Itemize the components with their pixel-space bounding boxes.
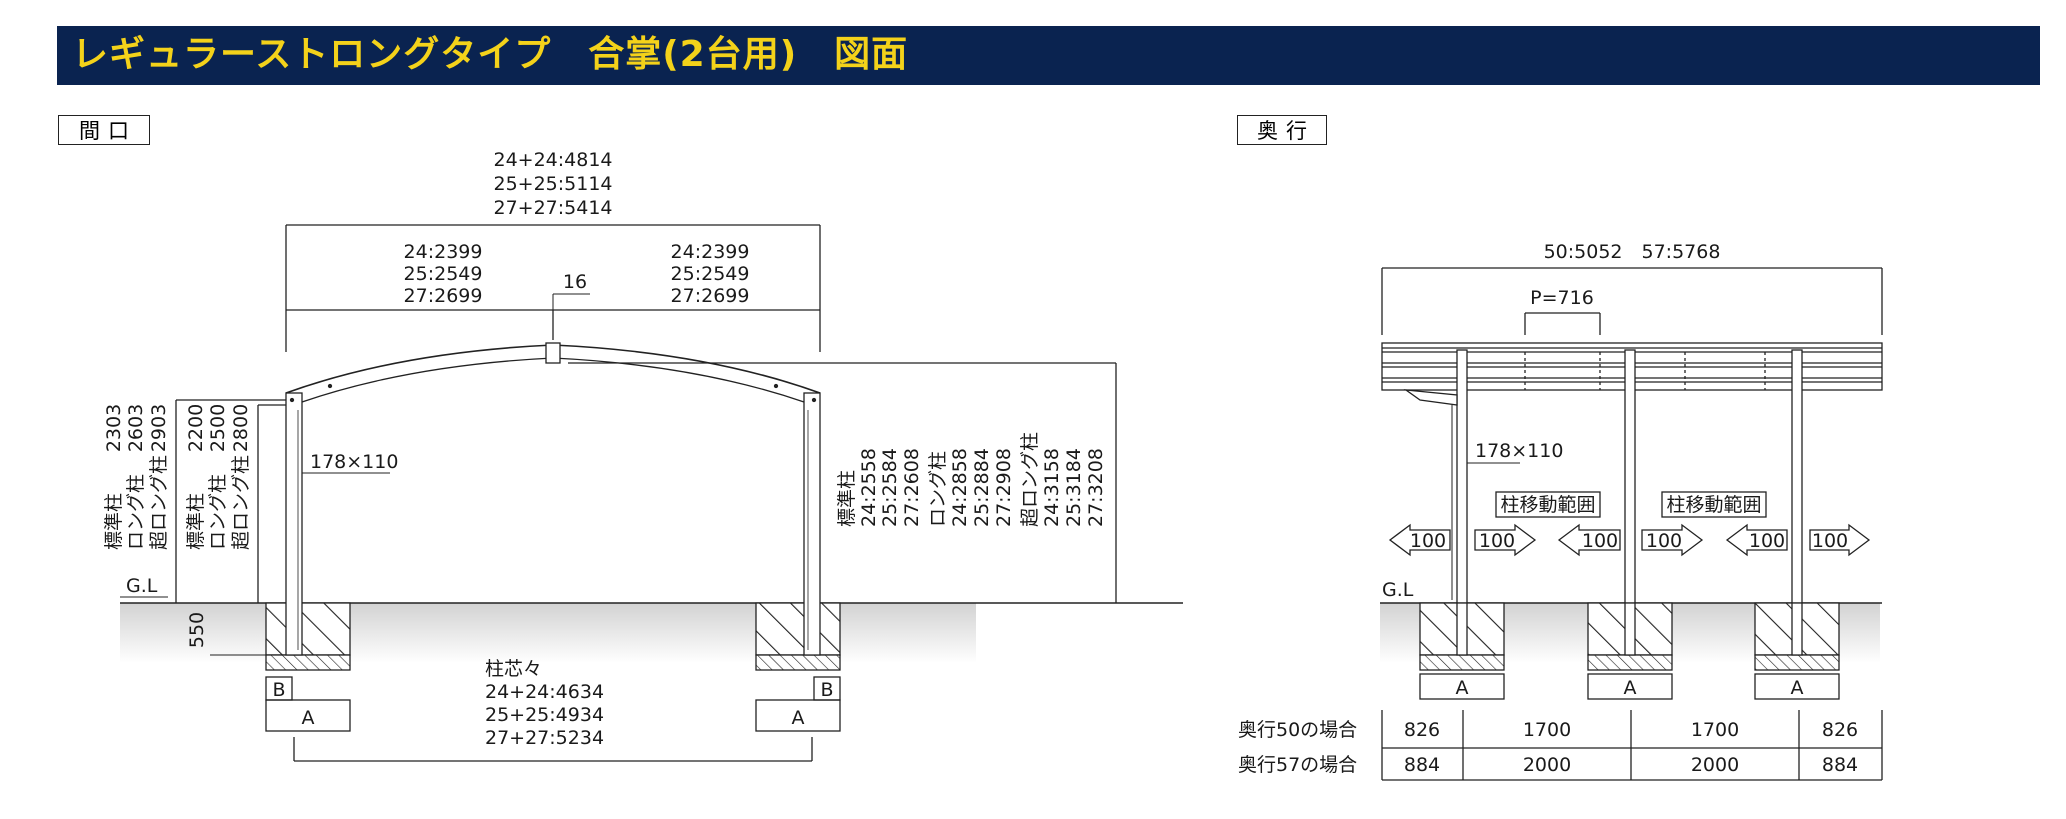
post-right [803,392,821,656]
half-width-left-3: 27:2699 [404,285,483,307]
footing-depth: 550 [186,612,208,648]
move-range-arrows [1388,523,1871,557]
footing-right-base [755,654,841,671]
front-view [120,224,1183,762]
left-height-xlong: 2903 [148,404,170,452]
title-banner: レギュラーストロングタイプ 合掌(2台用) 図面 [57,26,2040,85]
side-view-label: 奥行 [1237,115,1327,145]
half-width-right-1: 24:2399 [671,241,750,263]
footing-right [755,602,841,656]
front-footing-a-right: A [792,707,805,729]
front-view-label: 間口 [58,115,150,145]
table-row-2-col-2: 2000 [1523,754,1571,776]
arrow-value-6: 100 [1812,530,1848,552]
left-height-std-name: 標準柱 [103,493,125,550]
side-post-3-in-footing [1791,602,1803,656]
peak-height-9: 24:3158 [1041,448,1063,527]
front-gl: G.L [126,575,158,597]
post-center-title: 柱芯々 [485,658,542,680]
side-total-depth: 50:5052 57:5768 [1544,241,1721,263]
side-pitch: P=716 [1530,287,1594,309]
ground-soil [120,603,976,663]
table-row-2-col-1: 884 [1404,754,1440,776]
front-footing-b-left: B [272,679,285,701]
peak-height-4: ロング柱 [927,451,949,527]
footing-left-base [265,654,351,671]
left-height-std: 2303 [103,404,125,452]
arrow-value-2: 100 [1479,530,1515,552]
ridge-gap: 16 [563,271,587,293]
left-height-long: 2603 [125,404,147,452]
roof-ridge-joint [545,342,561,364]
roof-inner-right [552,357,805,403]
clear-height-std: 2200 [185,404,207,452]
roof-inner-left [301,357,554,403]
table-row-2-label: 奥行57の場合 [1238,754,1357,776]
table-row-2-col-3: 2000 [1691,754,1739,776]
table-row-1-label: 奥行50の場合 [1238,719,1357,741]
half-width-left-1: 24:2399 [404,241,483,263]
arrow-value-5: 100 [1749,530,1785,552]
half-width-left-2: 25:2549 [404,263,483,285]
clear-height-xlong-name: 超ロング柱 [230,455,252,550]
table-row-1-col-1: 826 [1404,719,1440,741]
clear-height-long-name: ロング柱 [207,474,229,550]
clear-height-std-name: 標準柱 [185,493,207,550]
side-gl: G.L [1382,579,1414,601]
move-range-label-2: 柱移動範囲 [1666,494,1761,516]
footing-left [265,602,351,656]
total-width-1: 24+24:4814 [493,149,612,171]
half-width-right-3: 27:2699 [671,285,750,307]
side-depth-table [1381,710,1883,781]
peak-height-1: 24:2558 [858,448,880,527]
post-center-2: 25+25:4934 [485,704,604,726]
peak-height-0: 標準柱 [836,470,858,527]
side-post-2-in-footing [1624,602,1636,656]
left-height-xlong-name: 超ロング柱 [148,455,170,550]
table-row-1-col-2: 1700 [1523,719,1571,741]
peak-height-11: 27:3208 [1085,448,1107,527]
table-row-1-col-4: 826 [1822,719,1858,741]
side-view-text: 50:5052 57:5768 P=716 178×110 G.L 柱移動範囲 … [1238,241,1858,776]
clear-height-xlong: 2800 [230,404,252,452]
left-height-long-name: ロング柱 [125,474,147,550]
peak-height-6: 25:2884 [971,448,993,527]
side-footing-a-3: A [1791,677,1804,699]
front-footing-a-left: A [302,707,315,729]
post-left [285,392,303,656]
front-footing-b-right: B [820,679,833,701]
peak-height-10: 25:3184 [1063,448,1085,527]
half-width-right-2: 25:2549 [671,263,750,285]
peak-height-3: 27:2608 [901,448,923,527]
peak-height-8: 超ロング柱 [1019,432,1041,527]
arrow-value-3: 100 [1582,530,1618,552]
side-footing-a-1: A [1456,677,1469,699]
total-width-3: 27+27:5414 [493,197,612,219]
page-title: レギュラーストロングタイプ 合掌(2台用) 図面 [72,34,909,75]
post-center-1: 24+24:4634 [485,681,604,703]
table-row-2-col-4: 884 [1822,754,1858,776]
post-center-3: 27+27:5234 [485,727,604,749]
side-post-size: 178×110 [1475,440,1563,462]
total-width-2: 25+25:5114 [493,173,612,195]
roof-outer-right [552,344,821,394]
peak-height-7: 27:2908 [993,448,1015,527]
arrow-value-4: 100 [1646,530,1682,552]
side-post-1-in-footing [1456,602,1468,656]
arrow-value-1: 100 [1410,530,1446,552]
front-post-size: 178×110 [310,451,398,473]
peak-height-2: 25:2584 [879,448,901,527]
peak-height-5: 24:2858 [949,448,971,527]
move-range-label-1: 柱移動範囲 [1500,494,1595,516]
side-footing-a-2: A [1624,677,1637,699]
clear-height-long: 2500 [207,404,229,452]
table-row-1-col-3: 1700 [1691,719,1739,741]
front-view-text: 24+24:4814 25+25:5114 27+27:5414 24:2399… [103,149,1107,749]
roof-outer-left [285,344,554,394]
side-view [1380,267,1883,781]
